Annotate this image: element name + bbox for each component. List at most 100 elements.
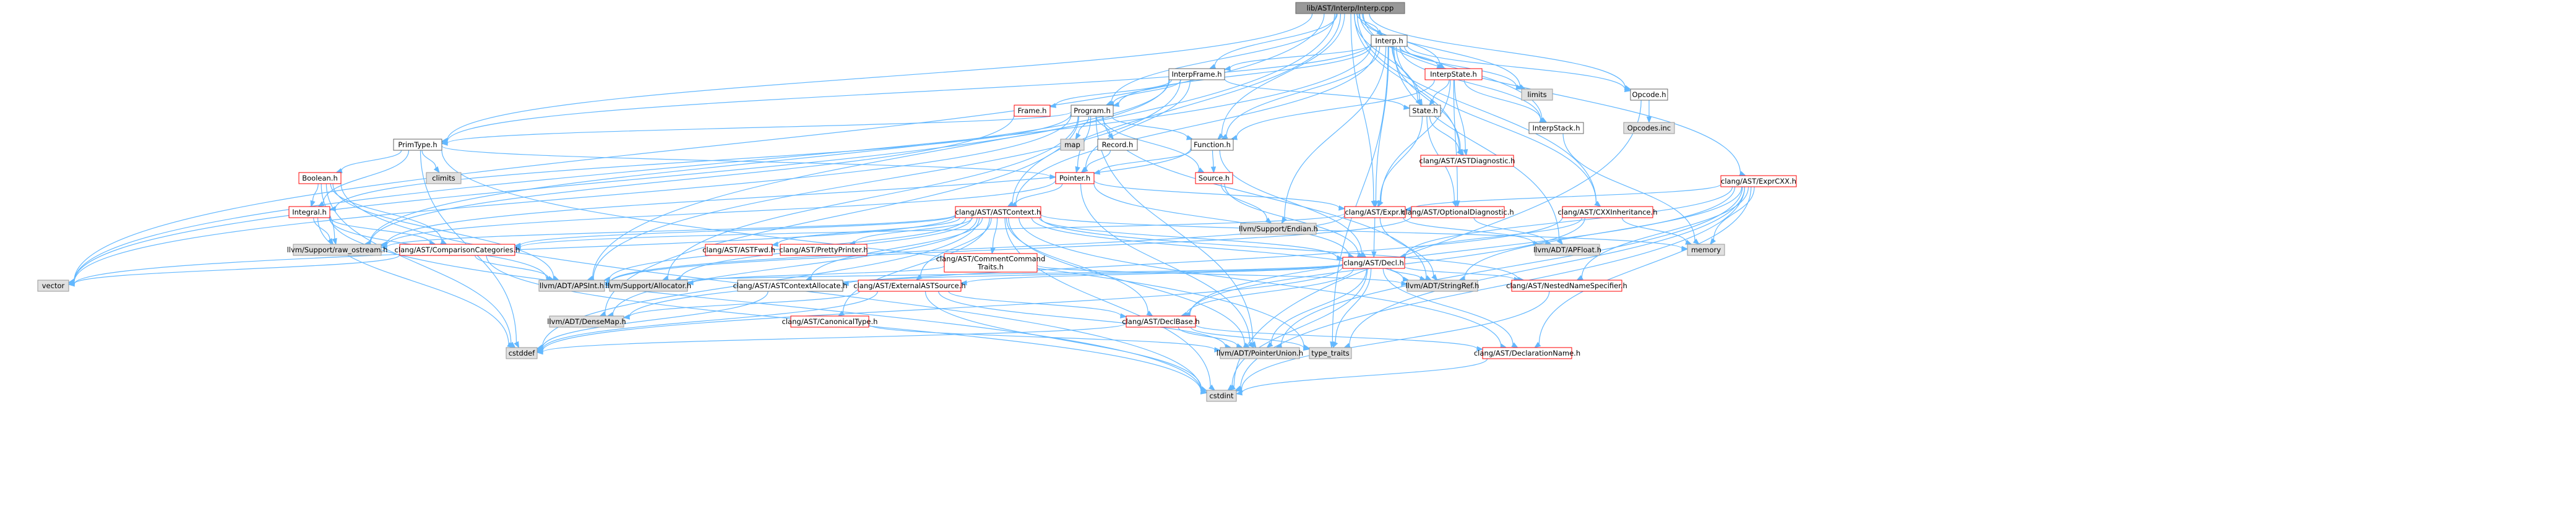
edge-interpframe_h-to-state_h [1224,78,1411,110]
node-label: clang/AST/Decl.h [1343,259,1404,267]
node-limits[interactable]: limits [1521,88,1553,101]
edge-interp_h-to-function_h [1221,46,1381,140]
node-record-h[interactable]: Record.h [1097,139,1138,151]
node-integral-h[interactable]: Integral.h [288,206,330,218]
edge-interpframe_h-to-frame_h [1049,79,1173,108]
edge-astcontext_h-to-cstdint [1004,217,1216,391]
node-program-h[interactable]: Program.h [1070,105,1114,117]
node-optdiag-h[interactable]: clang/AST/OptionalDiagnostic.h [1402,206,1514,218]
node-map[interactable]: map [1060,139,1085,151]
edge-extsource_h-to-declbase_h [948,291,1127,318]
edge-exprcxx_h-to-nns_h [1576,186,1749,281]
edge-declbase_h-to-declname_h [1195,324,1484,352]
node-compcat-h[interactable]: clang/AST/ComparisonCategories.h [395,244,520,256]
node-source-h[interactable]: Source.h [1195,172,1233,184]
node-ptrunion-h[interactable]: llvm/ADT/PointerUnion.h [1217,347,1303,359]
edge-extsource_h-to-densemap_h [622,291,860,320]
edge-interpframe_h-to-raw_ostream_h [363,79,1170,246]
node-astcontext-h[interactable]: clang/AST/ASTContext.h [955,206,1041,218]
node-label: cstddef [509,349,535,357]
node-opcode-h[interactable]: Opcode.h [1630,88,1668,101]
edge-exprcxx_h-to-declname_h [1534,186,1752,348]
node-type-traits[interactable]: type_traits [1309,347,1352,359]
node-interpstack-h[interactable]: InterpStack.h [1528,122,1584,134]
node-declbase-h[interactable]: clang/AST/DeclBase.h [1122,315,1200,328]
node-densemap-h[interactable]: llvm/ADT/DenseMap.h [547,315,626,328]
node-astfwd-h[interactable]: clang/AST/ASTFwd.h [702,244,775,256]
node-label: Frame.h [1018,106,1047,115]
node-declname-h[interactable]: clang/AST/DeclarationName.h [1474,347,1580,359]
node-nns-h[interactable]: clang/AST/NestedNameSpecifier.h [1506,280,1627,292]
node-label: llvm/Support/Endian.h [1239,224,1318,233]
edge-decl_h-to-extsource_h [960,263,1343,286]
edge-boolean_h-to-integral_h [310,183,319,208]
node-label: vector [42,281,65,290]
node-apsint-h[interactable]: llvm/ADT/APSInt.h [538,280,605,292]
node-expr-h[interactable]: clang/AST/Expr.h [1344,206,1406,218]
edge-astcontext_h-to-declbase_h [1006,217,1153,317]
node-cxxinh-h[interactable]: clang/AST/CXXInheritance.h [1557,206,1658,218]
node-allocator-h[interactable]: llvm/Support/Allocator.h [606,280,691,292]
edge-root-to-astdiag_h [1354,13,1463,156]
node-canontype-h[interactable]: clang/AST/CanonicalType.h [782,315,878,328]
node-vector[interactable]: vector [37,280,69,292]
edge-program_h-to-integral_h [329,113,1072,212]
node-label: Record.h [1102,140,1134,149]
edge-commentcmd_h-to-stringref_h [1036,265,1408,286]
node-label: climits [432,174,455,182]
edge-pointer_h-to-expr_h [1093,179,1346,211]
node-interp-h[interactable]: Interp.h [1371,35,1408,47]
node-label: clang/AST/ExprCXX.h [1721,177,1796,186]
node-label: Opcode.h [1632,90,1666,99]
edge-interpstate_h-to-state_h [1429,79,1450,106]
node-label: Integral.h [292,208,326,216]
node-cstddef[interactable]: cstddef [506,347,538,359]
node-pointer-h[interactable]: Pointer.h [1055,172,1095,184]
edge-pointer_h-to-ptrunion_h [1080,183,1255,348]
node-label: clang/AST/CommentCommand [936,255,1046,263]
node-state-h[interactable]: State.h [1409,105,1441,117]
node-label: clang/AST/ASTContext.h [955,208,1041,216]
node-label: clang/AST/Expr.h [1345,208,1405,216]
edge-exprcxx_h-to-memory [1710,186,1755,246]
node-interpframe-h[interactable]: InterpFrame.h [1168,68,1225,80]
edge-function_h-to-pointer_h [1093,150,1192,175]
edge-decl_h-to-cstddef [536,266,1343,354]
node-function-h[interactable]: Function.h [1191,139,1234,151]
node-stringref-h[interactable]: llvm/ADT/StringRef.h [1406,280,1480,292]
node-memory[interactable]: memory [1687,244,1725,256]
node-label: lib/AST/Interp/Interp.cpp [1307,4,1394,12]
node-decl-h[interactable]: clang/AST/Decl.h [1342,257,1405,269]
node-boolean-h[interactable]: Boolean.h [298,172,342,184]
node-opcodes-inc[interactable]: Opcodes.inc [1623,122,1675,134]
node-prettyprinter-h[interactable]: clang/AST/PrettyPrinter.h [779,244,868,256]
node-apfloat-h[interactable]: llvm/ADT/APFloat.h [1533,244,1601,256]
node-astdiag-h[interactable]: clang/AST/ASTDiagnostic.h [1419,155,1515,167]
node-label: llvm/ADT/PointerUnion.h [1217,349,1303,357]
node-cstdint[interactable]: cstdint [1206,390,1237,402]
edge-primtype_h-to-integral_h [317,150,410,207]
node-label: Opcodes.inc [1627,124,1671,132]
edge-program_h-to-source_h [1101,116,1205,173]
node-label: Traits.h [977,263,1004,271]
edge-root-to-function_h [1217,13,1345,140]
edge-declbase_h-to-ptrunion_h [1178,327,1244,349]
node-raw-ostream-h[interactable]: llvm/Support/raw_ostream.h [287,244,388,256]
node-label: clang/AST/ComparisonCategories.h [395,246,520,254]
node-exprcxx-h[interactable]: clang/AST/ExprCXX.h [1720,175,1797,187]
node-frame-h[interactable]: Frame.h [1014,105,1051,117]
edge-pointer_h-to-astcontext_h [1010,183,1063,207]
node-extsource-h[interactable]: clang/AST/ExternalASTSource.h [853,280,966,292]
node-label: Pointer.h [1059,174,1090,182]
node-interpstate-h[interactable]: InterpState.h [1424,68,1483,80]
node-ctxalloc-h[interactable]: clang/AST/ASTContextAllocate.h [733,280,848,292]
node-climits[interactable]: climits [426,172,462,184]
node-endian-h[interactable]: llvm/Support/Endian.h [1239,223,1318,235]
edge-boolean_h-to-apsint_h [332,183,560,281]
edge-astcontext_h-to-canontype_h [837,217,990,317]
edge-interp_h-to-interpstate_h [1399,46,1444,69]
node-primtype-h[interactable]: PrimType.h [393,139,442,151]
edge-interp_h-to-primtype_h [441,43,1372,145]
